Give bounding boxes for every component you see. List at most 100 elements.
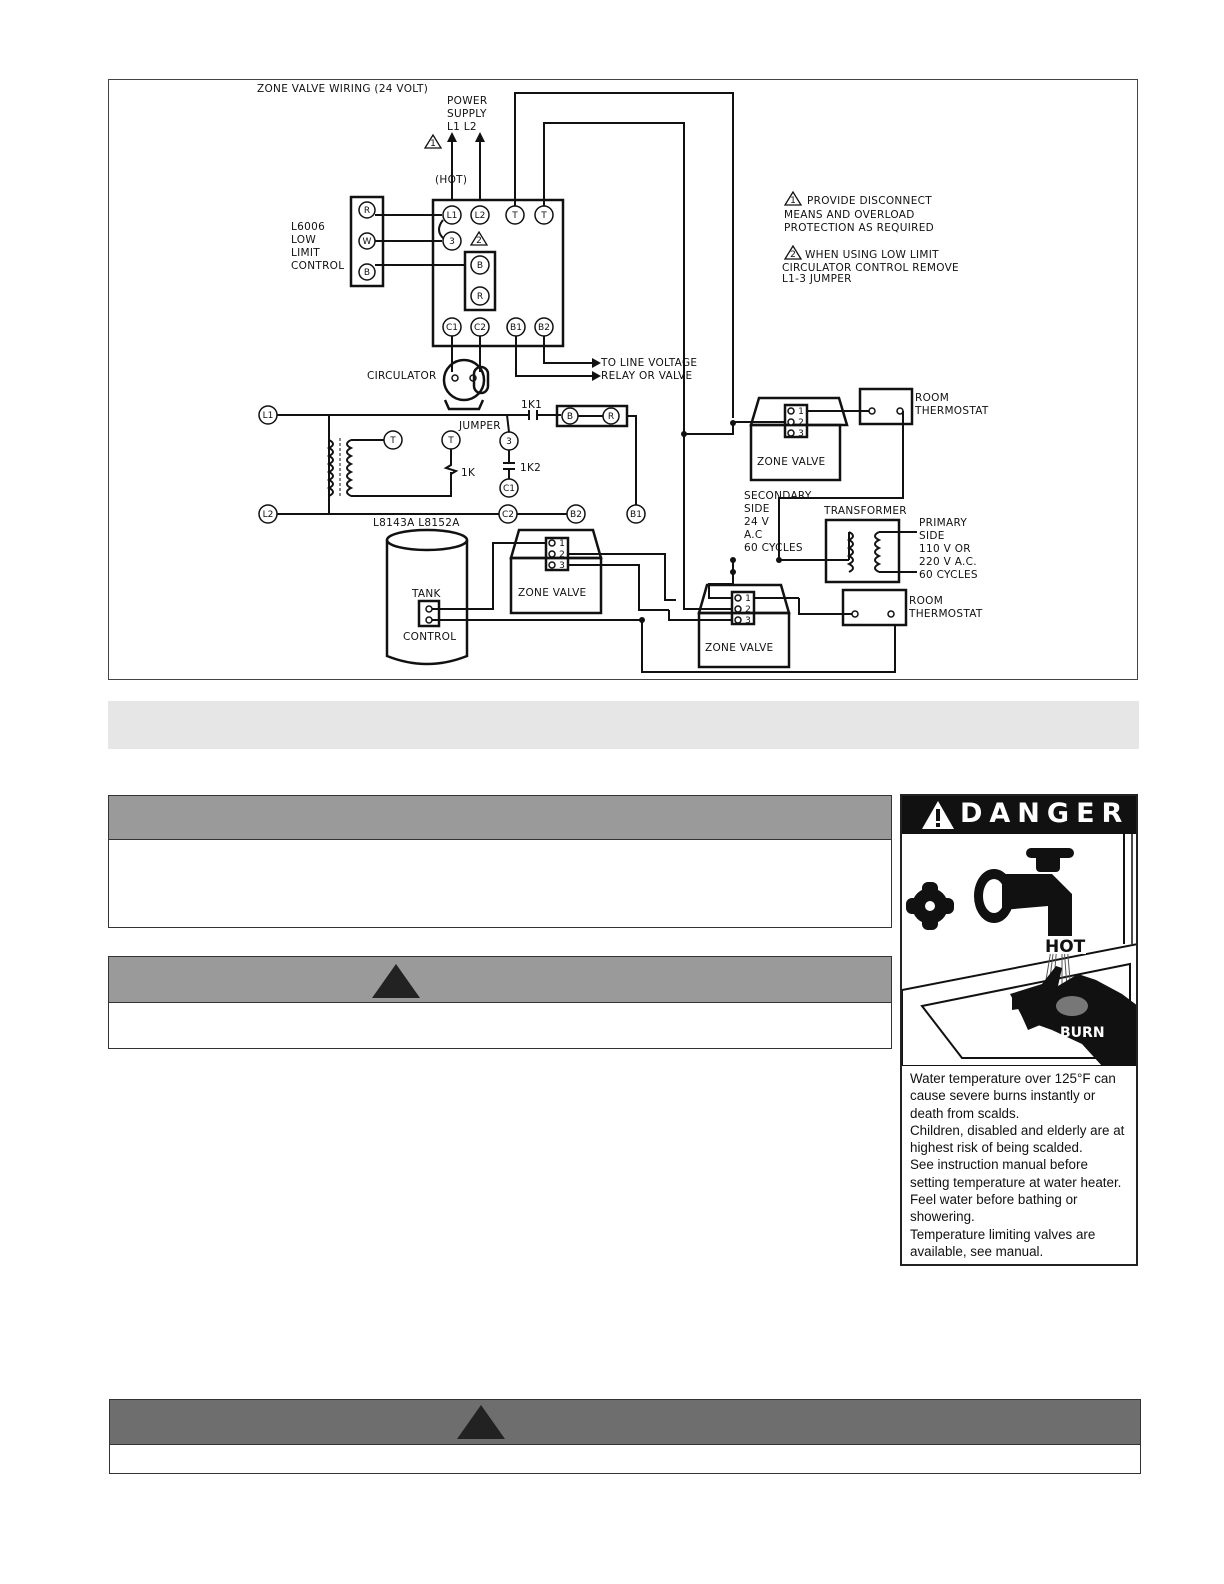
hot-water-burn-illustration: HOT BURN bbox=[902, 834, 1136, 1066]
burn-text: BURN bbox=[1060, 1025, 1105, 1041]
warning-1-icon bbox=[423, 133, 443, 149]
svg-text:PROTECTION AS REQUIRED: PROTECTION AS REQUIRED bbox=[784, 222, 934, 234]
svg-text:B: B bbox=[364, 268, 370, 278]
svg-text:3: 3 bbox=[506, 437, 512, 447]
svg-text:L1-3 JUMPER: L1-3 JUMPER bbox=[782, 273, 852, 285]
tank-control bbox=[417, 599, 441, 628]
svg-text:B2: B2 bbox=[538, 323, 550, 333]
hand-icon bbox=[1010, 966, 1136, 1066]
svg-text:1K1: 1K1 bbox=[521, 399, 542, 411]
danger-label: DANGER HOT BUR bbox=[900, 794, 1138, 1266]
svg-text:T: T bbox=[540, 211, 547, 221]
svg-text:L1: L1 bbox=[447, 211, 458, 221]
note-1: PROVIDE DISCONNECT bbox=[807, 195, 932, 207]
svg-text:3: 3 bbox=[798, 429, 804, 439]
danger-title: DANGER bbox=[960, 798, 1130, 829]
svg-text:CONTROL: CONTROL bbox=[403, 631, 456, 643]
svg-text:B: B bbox=[567, 412, 573, 422]
circulator-label: CIRCULATOR bbox=[367, 370, 437, 382]
svg-text:THERMOSTAT: THERMOSTAT bbox=[914, 405, 989, 417]
svg-text:1: 1 bbox=[559, 539, 565, 549]
svg-text:1: 1 bbox=[430, 139, 436, 149]
notice-box-3-header bbox=[110, 1400, 1140, 1445]
svg-text:T: T bbox=[389, 436, 396, 446]
svg-text:60 CYCLES: 60 CYCLES bbox=[744, 542, 803, 554]
power-supply-label: POWER bbox=[447, 95, 487, 107]
low-limit-label: L6006 bbox=[291, 221, 325, 233]
note-2: WHEN USING LOW LIMIT bbox=[805, 249, 939, 261]
svg-text:1: 1 bbox=[798, 407, 804, 417]
svg-text:T: T bbox=[447, 436, 454, 446]
svg-text:C2: C2 bbox=[502, 510, 514, 520]
svg-text:1: 1 bbox=[790, 196, 796, 206]
wiring-diagram-svg: ZONE VALVE WIRING (24 VOLT) POWER SUPPLY… bbox=[257, 83, 989, 673]
svg-text:THERMOSTAT: THERMOSTAT bbox=[908, 608, 983, 620]
svg-text:R: R bbox=[477, 292, 483, 302]
transformer bbox=[824, 518, 901, 584]
svg-text:2: 2 bbox=[745, 605, 751, 615]
faucet-icon bbox=[906, 848, 1074, 944]
svg-text:R: R bbox=[608, 412, 614, 422]
danger-header: DANGER bbox=[902, 796, 1136, 834]
power-supply-label-2: SUPPLY bbox=[447, 108, 487, 120]
line-voltage-label: TO LINE VOLTAGE bbox=[600, 357, 697, 369]
notice-box-2 bbox=[108, 956, 892, 1049]
svg-text:3: 3 bbox=[745, 616, 751, 626]
hot-label: (HOT) bbox=[435, 174, 467, 186]
transformer-label: TRANSFORMER bbox=[823, 505, 907, 517]
svg-text:T: T bbox=[511, 211, 518, 221]
water-tank bbox=[385, 540, 469, 666]
svg-text:3: 3 bbox=[449, 237, 455, 247]
wiring-diagram: ZONE VALVE WIRING (24 VOLT) POWER SUPPLY… bbox=[108, 79, 1138, 680]
notice-box-3 bbox=[109, 1399, 1141, 1474]
relay-box bbox=[431, 198, 565, 348]
svg-text:CONTROL: CONTROL bbox=[291, 260, 344, 272]
svg-text:60 CYCLES: 60 CYCLES bbox=[919, 569, 978, 581]
hot-text: HOT bbox=[1045, 937, 1086, 957]
svg-text:ZONE VALVE: ZONE VALVE bbox=[757, 456, 826, 468]
room-thermostat-2 bbox=[841, 588, 908, 627]
svg-text:L2: L2 bbox=[263, 510, 274, 520]
svg-text:ZONE VALVE: ZONE VALVE bbox=[518, 587, 587, 599]
svg-text:C1: C1 bbox=[446, 323, 458, 333]
svg-text:B1: B1 bbox=[630, 510, 642, 520]
svg-text:3: 3 bbox=[559, 561, 565, 571]
svg-text:1: 1 bbox=[745, 594, 751, 604]
warning-triangle-icon bbox=[457, 1405, 505, 1439]
svg-text:ROOM: ROOM bbox=[915, 392, 949, 404]
svg-text:B1: B1 bbox=[510, 323, 522, 333]
room-thermostat-1 bbox=[858, 387, 914, 426]
svg-text:110 V OR: 110 V OR bbox=[919, 543, 971, 555]
notice-box-2-header bbox=[109, 957, 891, 1003]
svg-text:L1: L1 bbox=[263, 411, 274, 421]
zone-valve-1 bbox=[749, 423, 842, 482]
svg-text:R: R bbox=[364, 206, 370, 216]
zone-valve-2 bbox=[509, 556, 603, 615]
svg-text:MEANS AND OVERLOAD: MEANS AND OVERLOAD bbox=[784, 209, 915, 221]
warning-triangle-icon bbox=[922, 801, 954, 829]
svg-text:1K: 1K bbox=[461, 467, 476, 479]
svg-text:B: B bbox=[477, 261, 483, 271]
svg-text:2: 2 bbox=[476, 236, 482, 246]
danger-warning-text: Water temperature over 125°F can cause s… bbox=[910, 1071, 1125, 1259]
svg-text:W: W bbox=[363, 237, 372, 247]
svg-text:LOW: LOW bbox=[291, 234, 316, 246]
svg-text:RELAY OR VALVE: RELAY OR VALVE bbox=[601, 370, 692, 382]
svg-text:ZONE VALVE: ZONE VALVE bbox=[705, 642, 774, 654]
notice-box-1 bbox=[108, 795, 892, 928]
svg-text:JUMPER: JUMPER bbox=[458, 420, 501, 432]
relay-models: L8143A L8152A bbox=[373, 517, 460, 529]
svg-text:24 V: 24 V bbox=[744, 516, 770, 528]
warning-2-icon bbox=[469, 230, 489, 246]
svg-text:SIDE: SIDE bbox=[919, 530, 945, 542]
svg-text:LIMIT: LIMIT bbox=[291, 247, 320, 259]
svg-text:SIDE: SIDE bbox=[744, 503, 770, 515]
svg-text:1K2: 1K2 bbox=[520, 462, 541, 474]
svg-text:PRIMARY: PRIMARY bbox=[919, 517, 967, 529]
svg-text:220 V A.C.: 220 V A.C. bbox=[919, 556, 977, 568]
svg-text:SECONDARY: SECONDARY bbox=[744, 490, 812, 502]
zone-valve-3 bbox=[697, 611, 791, 669]
svg-text:CIRCULATOR CONTROL REMOVE: CIRCULATOR CONTROL REMOVE bbox=[782, 262, 959, 274]
diagram-title: ZONE VALVE WIRING (24 VOLT) bbox=[257, 83, 428, 95]
svg-text:TANK: TANK bbox=[411, 588, 442, 600]
